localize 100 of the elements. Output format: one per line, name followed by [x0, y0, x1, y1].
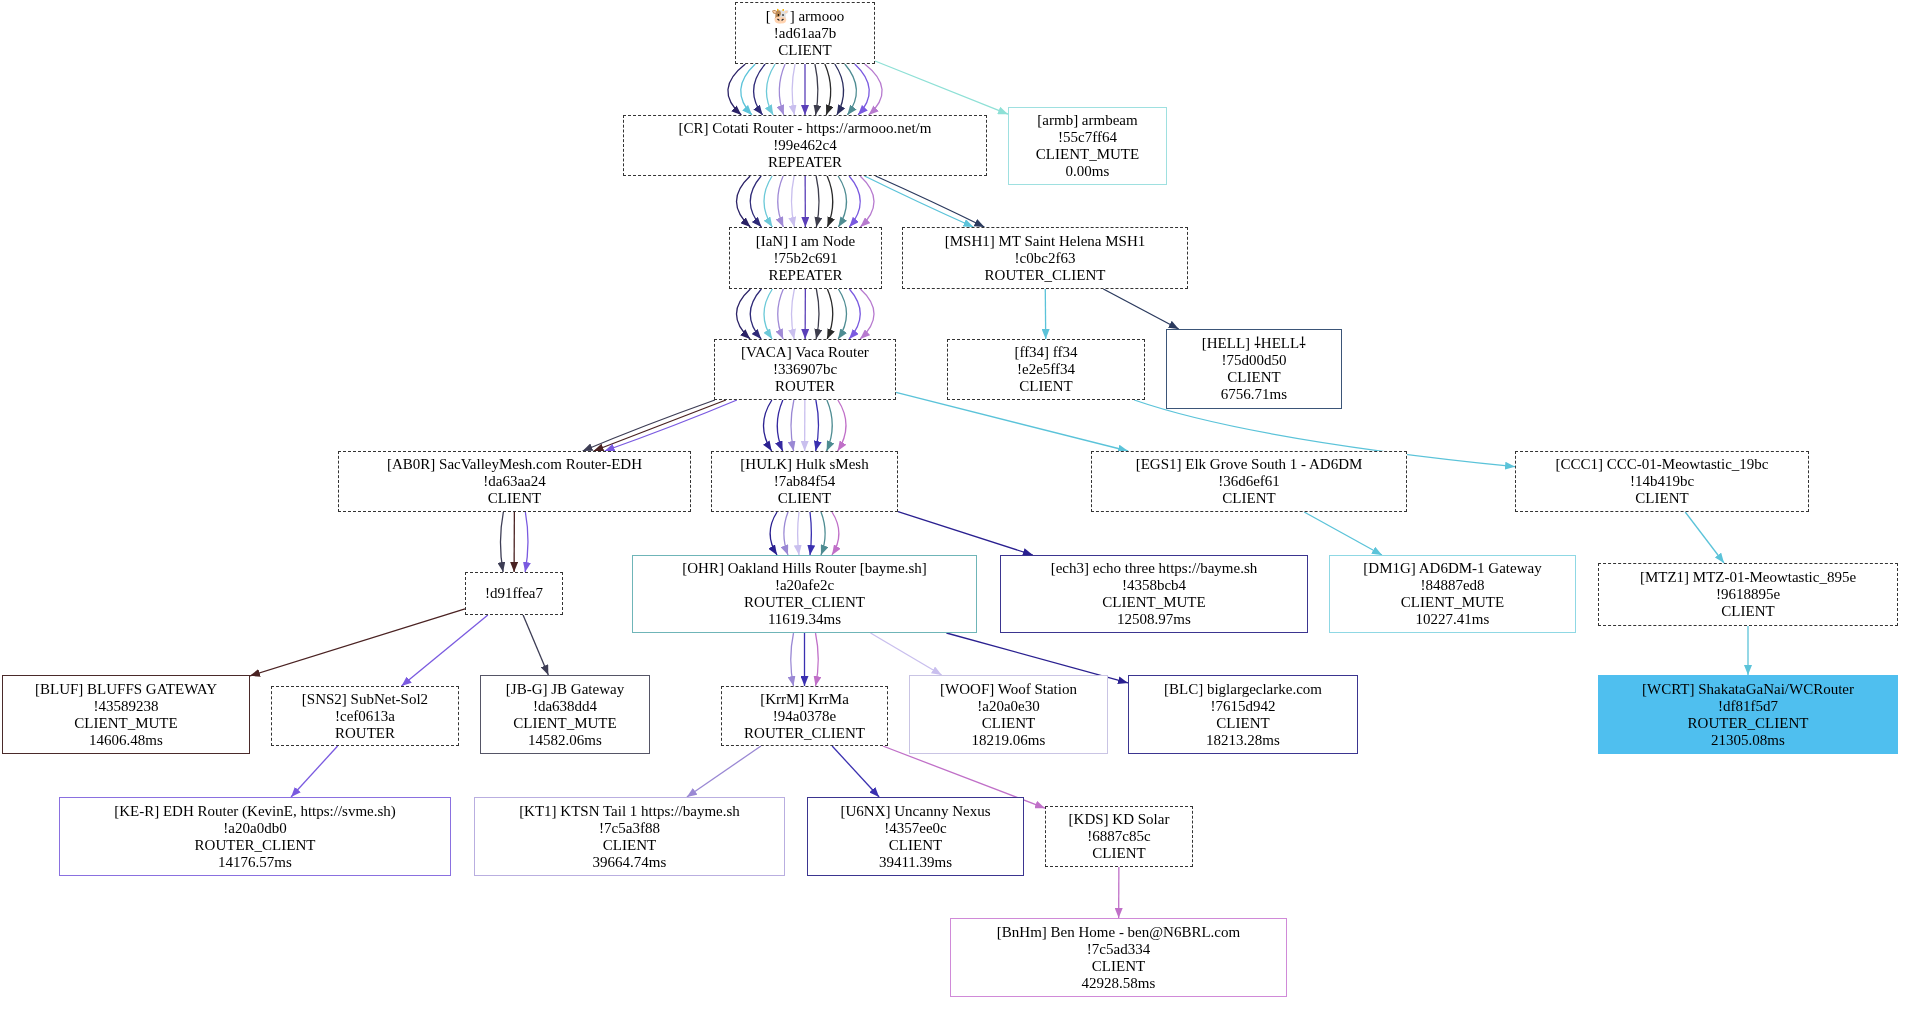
node-role: CLIENT_MUTE — [1102, 594, 1206, 611]
arrow — [863, 175, 974, 228]
node-box — [902, 227, 1188, 289]
node-name: [BLUF] BLUFFS GATEWAY — [35, 680, 217, 698]
node-name: [CR] Cotati Router - https://armooo.net/m — [678, 120, 932, 137]
arrow — [763, 288, 773, 340]
arrow — [603, 399, 738, 452]
node-name: [AB0R] SacValleyMesh.com Router-EDH — [386, 456, 643, 473]
arrow — [824, 63, 834, 116]
node-id: !94a0378e — [772, 707, 837, 725]
arrow — [826, 175, 835, 228]
arrow — [775, 175, 784, 228]
node-name: [ff34] ff34 — [1014, 344, 1078, 361]
node-name: [U6NX] Uncanny Nexus — [840, 802, 991, 820]
node-id: !a20afe2c — [774, 577, 835, 594]
node-id: !c0bc2f63 — [1014, 249, 1076, 267]
node-id: !6887c85c — [1087, 828, 1151, 845]
arrow — [801, 175, 810, 228]
node-role: CLIENT_MUTE — [1400, 594, 1505, 611]
arrow — [801, 288, 810, 340]
node-name: [WOOF] Woof Station — [940, 680, 1077, 698]
node-role: CLIENT — [981, 714, 1036, 732]
arrow — [753, 63, 766, 116]
arrow — [848, 288, 861, 340]
node-id: !a20a0db0 — [223, 819, 287, 837]
node-name: [ech3] echo three https://bayme.sh — [1050, 560, 1258, 577]
arrow — [854, 63, 870, 116]
arrow — [686, 745, 762, 798]
arrow — [837, 288, 848, 340]
node-name: [DM1G] AD6DM-1 Gateway — [1363, 560, 1542, 577]
arrow — [793, 511, 802, 556]
node-role: CLIENT_MUTE — [1035, 146, 1140, 163]
node-name: [armb] armbeam — [1037, 112, 1138, 129]
latency-value: 39411.39ms — [878, 853, 953, 871]
latency-value: 6756.71ms — [1220, 386, 1288, 403]
node-role: CLIENT — [1092, 845, 1146, 862]
latency-value: 14582.06ms — [528, 731, 602, 749]
node-name: [BLC] biglargeclarke.com — [1164, 680, 1322, 698]
node-box — [338, 451, 691, 512]
arrow — [882, 745, 1046, 809]
arrow — [864, 63, 883, 116]
node-id: !7ab84f54 — [773, 473, 836, 490]
arrow — [1684, 511, 1725, 564]
node-role: CLIENT — [602, 836, 657, 854]
latency-value: 14176.57ms — [218, 853, 292, 871]
node-box — [1598, 675, 1898, 754]
arrow — [807, 511, 816, 556]
latency-value: 18219.06ms — [971, 731, 1046, 749]
latency-value: 21305.08ms — [1711, 731, 1785, 749]
node-id: !99e462c4 — [773, 137, 837, 154]
arrow — [400, 614, 489, 687]
arrow — [763, 175, 773, 228]
arrow — [787, 632, 796, 687]
node-role: CLIENT_MUTE — [74, 714, 178, 732]
node-id: !df81f5d7 — [1718, 697, 1778, 715]
node-role: CLIENT — [888, 836, 943, 854]
node-id: !4358bcb4 — [1121, 577, 1187, 594]
node-box — [711, 451, 898, 512]
node-id: !7c5a3f88 — [599, 819, 660, 837]
arrow — [874, 175, 985, 228]
arrow — [510, 511, 519, 573]
arrow — [820, 511, 829, 556]
arrow — [776, 63, 786, 116]
node-box — [947, 339, 1145, 400]
node-name: [KDS] KD Solar — [1068, 811, 1170, 828]
arrow — [249, 608, 466, 677]
arrow — [800, 399, 809, 452]
arrow — [844, 63, 857, 116]
arrow — [765, 63, 776, 116]
node-role: ROUTER — [335, 724, 395, 742]
arrow — [945, 632, 1129, 685]
node-role: CLIENT — [1222, 490, 1276, 507]
latency-value: 39664.74ms — [592, 853, 667, 871]
latency-value: 12508.97ms — [1117, 611, 1191, 628]
arrow — [814, 175, 823, 228]
arrow — [826, 288, 835, 340]
node-name: [VACA] Vaca Router — [741, 344, 869, 361]
latency-value: 10227.41ms — [1415, 611, 1490, 628]
arrow — [1303, 511, 1383, 556]
node-role: CLIENT — [1227, 369, 1281, 386]
arrow — [1041, 288, 1050, 340]
node-name: [HULK] Hulk sMesh — [740, 456, 869, 473]
arrow — [780, 511, 789, 556]
node-box — [1045, 806, 1193, 867]
arrow — [497, 511, 506, 573]
node-id: !75d00d50 — [1221, 352, 1287, 369]
node-name: [WCRT] ShakataGaNai/WCRouter — [1642, 680, 1854, 698]
node-name: [BnHm] Ben Home - ben@N6BRL.com — [996, 923, 1241, 941]
node-role: CLIENT — [1721, 603, 1775, 620]
arrow — [522, 511, 531, 573]
node-id: !55c7ff64 — [1058, 129, 1117, 146]
latency-value: 0.00ms — [1065, 163, 1110, 180]
arrow — [813, 632, 822, 687]
arrow — [775, 399, 784, 452]
node-role: ROUTER_CLIENT — [744, 724, 865, 742]
node-role: CLIENT — [778, 41, 832, 59]
node-id: !da638dd4 — [532, 697, 598, 715]
node-role: ROUTER_CLIENT — [744, 594, 865, 611]
arrow — [727, 63, 746, 116]
node-id: !ad61aa7b — [773, 24, 837, 42]
